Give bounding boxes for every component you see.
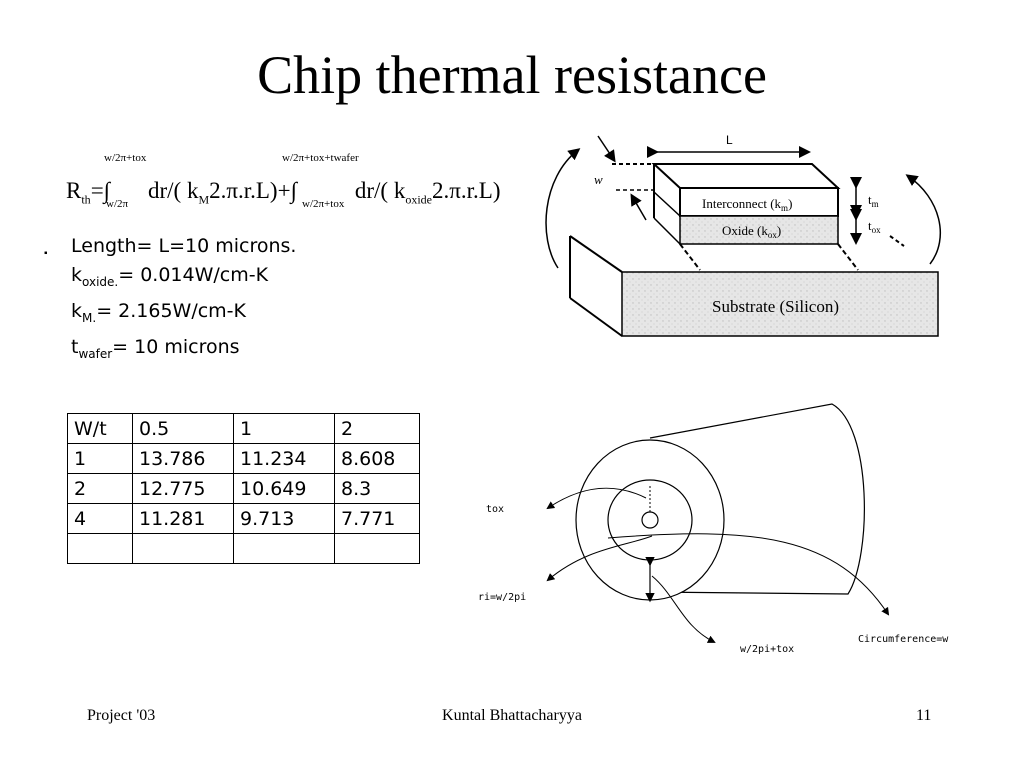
resistance-table: W/t 0.5 1 2 1 13.786 11.234 8.608 2 12.7… [67,413,420,564]
formula-term1-post: 2.π.r.L)+ [209,178,291,203]
interconnect-front-face [679,187,839,217]
param-k-oxide-symbol: k [71,264,83,286]
table-cell: 1 [67,443,133,474]
w2pi-tox-annotation: w/2pi+tox [740,644,794,655]
interconnect-top-face [651,163,841,189]
table-row: 2 12.775 10.649 8.3 [67,473,420,504]
oxide-front-face [679,215,839,245]
formula-term1: dr/( k [147,178,199,203]
param-k-oxide-sub: oxide. [82,274,119,289]
substrate-front-face [621,271,939,337]
param-length-text: Length= L=10 microns. [71,235,297,257]
footer-author: Kuntal Bhattacharyya [442,707,582,724]
cylinder-back [649,403,865,595]
formula-term2-sub: oxide [405,192,433,207]
integral2-lower-limit: w/2π+tox [302,198,345,210]
interconnect-diagram: L w Interconnect (km) Oxide (kox) tm tox… [545,133,942,337]
thermal-resistance-formula: w/2π+tox w/2π w/2π+tox+twafer w/2π+tox R… [66,150,536,220]
cylinder-diagram: tox ri=w/2pi w/2pi+tox Circumference=w [478,403,949,655]
integral-sign-2: ∫ [290,178,297,203]
footer-project: Project '03 [87,707,156,724]
formula-equals: = [90,178,104,203]
table-cell [334,533,420,564]
integral2-upper-limit: w/2π+tox+twafer [282,152,359,164]
footer-page-number: 11 [916,707,932,724]
table-cell: 1 [233,413,335,444]
param-k-oxide-value: = 0.014W/cm-K [118,264,269,286]
param-t-wafer-value: = 10 microns [112,335,240,358]
table-row: W/t 0.5 1 2 [67,413,420,444]
param-k-metal: kM.= 2.165W/cm-K [71,297,296,333]
table-cell: 11.281 [132,503,234,534]
table-cell: 13.786 [132,443,234,474]
param-k-metal-symbol: k [71,299,83,322]
ri-annotation: ri=w/2pi [478,592,526,603]
dimension-L-label: L [726,133,733,147]
integral1-lower-limit: w/2π [106,198,129,210]
interconnect-label: Interconnect (km) [702,196,792,213]
tox-label: tox [868,218,881,235]
param-t-wafer: twafer= 10 microns [71,333,296,369]
slide-title: Chip thermal resistance [257,45,767,105]
param-k-metal-sub: M. [82,310,97,325]
formula-term2-post: 2.π.r.L) [432,178,501,203]
substrate-top-face [570,236,938,272]
tm-label: tm [868,192,879,209]
table-cell: 7.771 [334,503,420,534]
table-cell: 11.234 [233,443,335,474]
param-length: Length= L=10 microns. [71,232,296,261]
substrate-label: Substrate (Silicon) [712,297,839,316]
table-cell: W/t [67,413,133,444]
table-cell: 4 [67,503,133,534]
formula-term2: dr/( k [354,178,406,203]
table-cell: 0.5 [132,413,234,444]
circumference-annotation: Circumference=w [858,634,949,645]
formula-term1-sub: M [198,192,210,207]
table-cell: 2 [334,413,420,444]
param-t-wafer-sub: wafer [78,346,113,361]
formula-lhs-sub: th [81,192,91,207]
oxide-label: Oxide (kox) [722,223,781,240]
formula-lhs: R [66,178,82,203]
param-t-wafer-symbol: t [71,335,79,358]
param-k-metal-value: = 2.165W/cm-K [96,299,246,322]
table-cell [132,533,234,564]
bullet-mark: ▪ [44,248,48,259]
table-cell: 8.608 [334,443,420,474]
table-cell [233,533,335,564]
table-row: 1 13.786 11.234 8.608 [67,443,420,474]
table-cell: 10.649 [233,473,335,504]
table-cell [67,533,133,564]
dimension-w-label: w [594,172,603,187]
integral-sign-1: ∫ [103,178,110,203]
table-cell: 9.713 [233,503,335,534]
parameter-list: Length= L=10 microns. koxide.= 0.014W/cm… [71,232,296,368]
table-row [67,533,420,564]
table-row: 4 11.281 9.713 7.771 [67,503,420,534]
table-cell: 2 [67,473,133,504]
table-cell: 12.775 [132,473,234,504]
formula-expression: Rth=∫dr/( kM2.π.r.L)+∫dr/( koxide2.π.r.L… [66,178,500,208]
param-k-oxide: koxide.= 0.014W/cm-K [71,261,296,297]
tox-annotation: tox [486,504,504,515]
integral1-upper-limit: w/2π+tox [104,152,147,164]
table-cell: 8.3 [334,473,420,504]
